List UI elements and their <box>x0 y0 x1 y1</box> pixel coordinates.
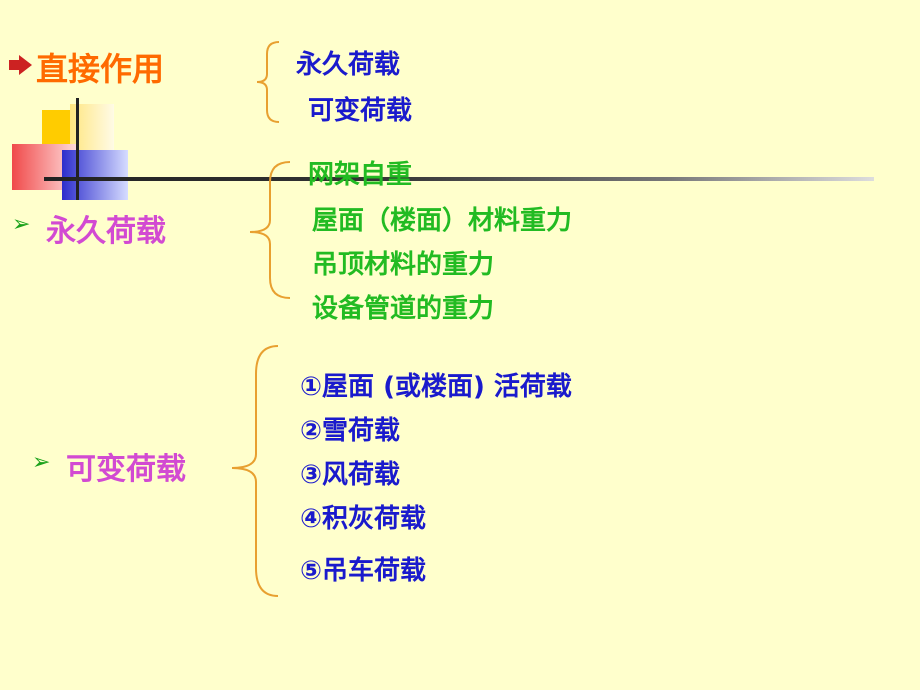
arrow-bullet-icon <box>9 55 32 75</box>
list-item: 设备管道的重力 <box>312 294 495 324</box>
list-item: ③风荷载 <box>300 460 401 490</box>
brace-icon <box>249 161 291 299</box>
list-item: 网架自重 <box>308 160 413 190</box>
decor-horizontal-line <box>44 177 874 181</box>
list-item: 屋面（楼面）材料重力 <box>312 206 573 236</box>
heading-permanent-load: 永久荷载 <box>46 214 166 249</box>
list-item: ④积灰荷载 <box>300 504 427 534</box>
heading-variable-load: 可变荷载 <box>66 452 186 487</box>
list-item: 可变荷载 <box>308 96 413 126</box>
list-item: ⑤吊车荷载 <box>300 556 427 586</box>
brace-icon <box>256 41 280 123</box>
list-item: 吊顶材料的重力 <box>312 250 495 280</box>
decor-blue-block <box>62 150 128 200</box>
decor-vertical-line <box>76 98 79 200</box>
list-item: 永久荷载 <box>296 50 401 80</box>
list-item: ①屋面 (或楼面) 活荷载 <box>300 372 572 402</box>
bullet-arrow-icon: ➢ <box>32 450 51 475</box>
list-item: ②雪荷载 <box>300 416 401 446</box>
brace-icon <box>231 345 279 597</box>
heading-direct-action: 直接作用 <box>36 50 165 88</box>
bullet-arrow-icon: ➢ <box>12 212 31 237</box>
